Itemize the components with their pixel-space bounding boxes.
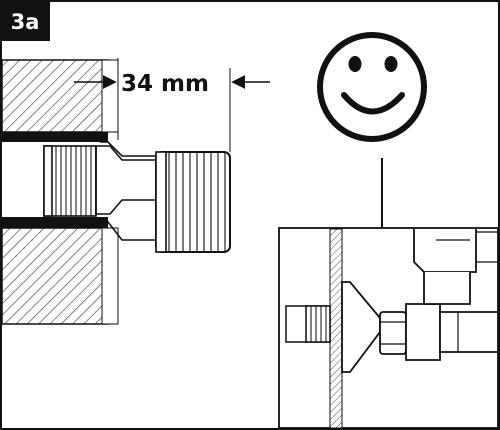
dimension-label: 34 mm	[121, 71, 209, 97]
extension-fitting	[43, 141, 231, 253]
dimension-indicator: 34 mm	[74, 58, 270, 152]
step-badge: 3a	[1, 1, 50, 41]
smiley-face-icon	[317, 32, 427, 142]
step-label: 3a	[11, 10, 40, 34]
inset-detail	[278, 227, 499, 429]
